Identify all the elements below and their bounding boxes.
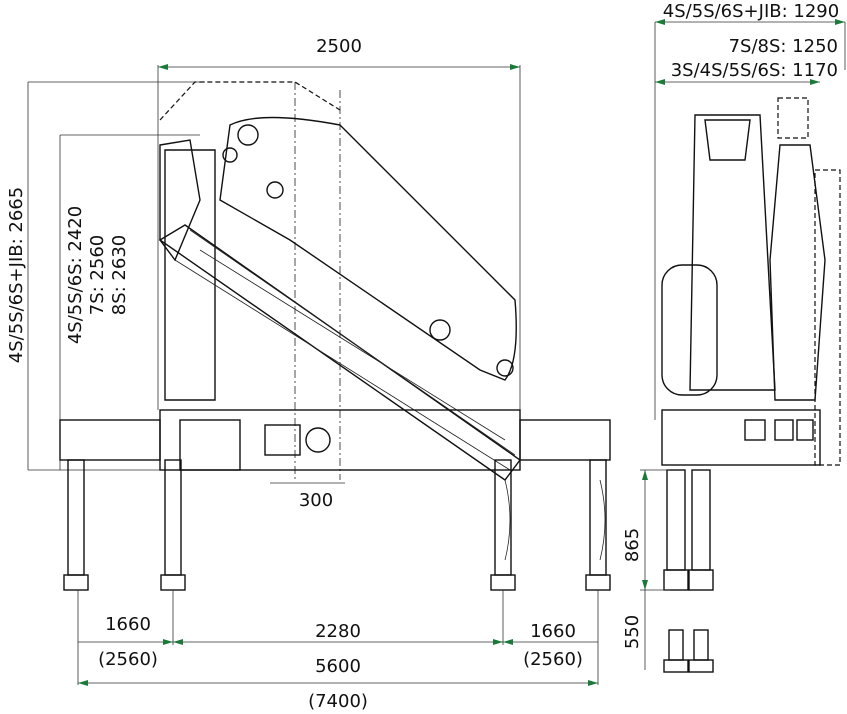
end-view-crane <box>640 19 846 673</box>
leg-stroke-label: 550 <box>622 615 643 649</box>
end-width-78-label: 7S/8S: 1250 <box>729 36 838 57</box>
total-span-ext-label: (7400) <box>308 691 368 712</box>
outrigger-left-label: 1660 <box>105 614 151 635</box>
outrigger-left-ext-label: (2560) <box>98 649 158 670</box>
leg-height-label: 865 <box>622 528 643 562</box>
height-456-label: 4S/5S/6S: 2420 <box>65 206 86 344</box>
end-width-jib-label: 4S/5S/6S+JIB: 1290 <box>663 1 839 22</box>
side-view-crane <box>27 64 611 686</box>
total-span-label: 5600 <box>315 656 361 677</box>
width-dimension-label: 2500 <box>316 36 362 57</box>
end-width-3456-label: 3S/4S/5S/6S: 1170 <box>671 60 838 81</box>
height-jib-label: 4S/5S/6S+JIB: 2665 <box>6 187 27 363</box>
height-8s-label: 8S: 2630 <box>109 235 130 315</box>
height-7s-label: 7S: 2560 <box>87 235 108 315</box>
outrigger-right-label: 1660 <box>530 621 576 642</box>
offset-dimension-label: 300 <box>299 490 333 511</box>
outrigger-right-ext-label: (2560) <box>523 649 583 670</box>
outrigger-center-label: 2280 <box>315 621 361 642</box>
